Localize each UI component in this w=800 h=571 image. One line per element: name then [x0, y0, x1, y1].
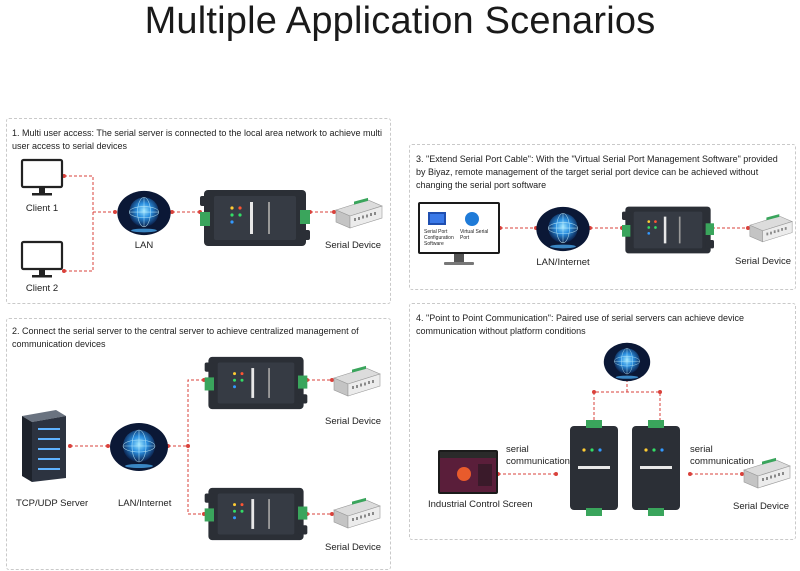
monitor-app-config-label: Serial Port Configuration Software — [424, 229, 454, 247]
scenario-1-description: 1. Multi user access: The serial server … — [12, 128, 383, 151]
serial-device-bottom-label: Serial Device — [325, 542, 381, 553]
lan-internet-label: LAN/Internet — [118, 498, 172, 509]
client-1-monitor-icon — [20, 158, 64, 198]
serial-device-top-label: Serial Device — [325, 416, 381, 427]
serial-device-label-4: Serial Device — [733, 501, 789, 512]
lan-internet-globe-icon-3 — [534, 206, 592, 252]
serial-device-bottom-icon — [332, 496, 382, 530]
serial-server-device-bottom — [204, 486, 308, 542]
client-2-label: Client 2 — [25, 283, 59, 294]
scenario-4-description: 4. "Point to Point Communication": Paire… — [416, 313, 745, 336]
lan-globe-icon-4 — [600, 342, 654, 382]
serial-device-top-icon — [332, 364, 382, 398]
serial-device-icon-3 — [748, 212, 794, 244]
lan-label: LAN — [134, 240, 154, 251]
serial-server-device-4-left — [566, 420, 622, 516]
page-title: Multiple Application Scenarios — [144, 0, 656, 42]
client-2-monitor-icon — [20, 240, 64, 280]
serial-server-device — [200, 188, 310, 248]
serial-device-label: Serial Device — [325, 240, 381, 251]
serial-device-icon-4 — [742, 456, 792, 490]
serial-communication-right-label: serial communication — [690, 444, 754, 467]
tcp-udp-server-label: TCP/UDP Server — [16, 498, 89, 509]
serial-communication-left-label: serial communication — [506, 444, 570, 467]
configuration-monitor — [418, 202, 500, 268]
industrial-control-screen-label: Industrial Control Screen — [428, 499, 533, 510]
lan-internet-globe-icon — [108, 422, 170, 472]
scenario-2-description: 2. Connect the serial server to the cent… — [12, 326, 359, 349]
serial-server-device-3 — [622, 204, 714, 256]
client-1-label: Client 1 — [25, 203, 59, 214]
serial-device-label-3: Serial Device — [735, 256, 791, 267]
lan-internet-label-3: LAN/Internet — [536, 257, 590, 268]
tcp-udp-server-icon — [16, 408, 70, 482]
lan-globe-icon — [115, 190, 173, 236]
monitor-app-virtual-label: Virtual Serial Port — [460, 229, 489, 241]
scenario-3-description: 3. "Extend Serial Port Cable": With the … — [416, 154, 778, 190]
industrial-control-screen — [438, 450, 498, 494]
serial-server-device-top — [204, 355, 308, 411]
serial-server-device-4-right — [628, 420, 684, 516]
serial-device-icon — [334, 196, 384, 230]
